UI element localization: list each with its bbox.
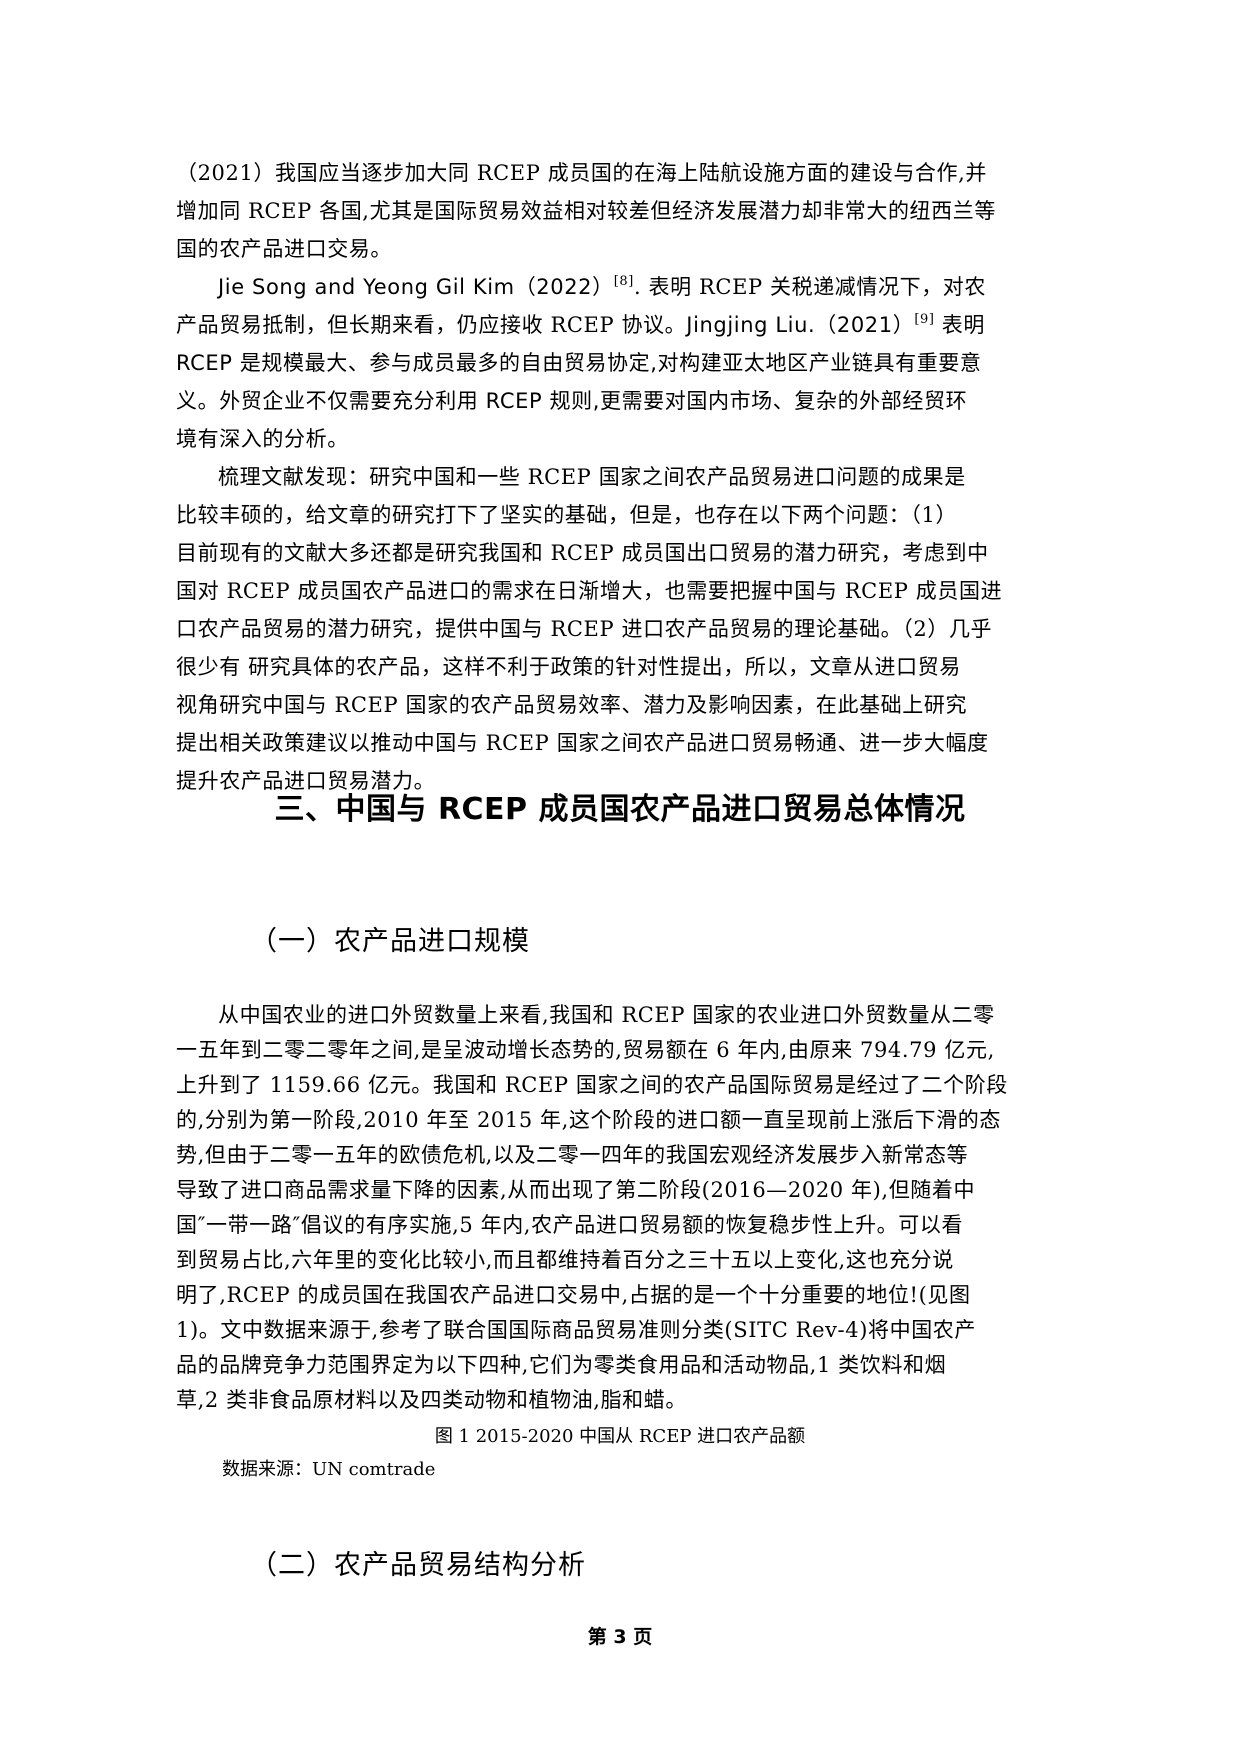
citation-author: Jie Song and Yeong Gil Kim（2022） — [218, 275, 614, 299]
paragraph-line: 上升到了 1159.66 亿元。我国和 RCEP 国家之间的农产品国际贸易是经过… — [176, 1073, 1008, 1097]
paragraph-line: 国″一带一路″倡议的有序实施,5 年内,农产品进口贸易额的恢复稳步性上升。可以看 — [176, 1213, 964, 1237]
paragraph-line: 增加同 RCEP 各国,尤其是国际贸易效益相对较差但经济发展潜力却非常大的纽西兰… — [176, 199, 996, 223]
figure-source: 数据来源：UN comtrade — [222, 1459, 436, 1480]
reference-marker[interactable]: [9] — [914, 312, 935, 327]
paragraph-line: 产品贸易抵制，但长期来看，仍应接收 RCEP 协议。Jingjing Liu.（… — [176, 310, 985, 340]
paragraph-line: 目前现有的文献大多还都是研究我国和 RCEP 成员国出口贸易的潜力研究，考虑到中 — [176, 541, 989, 565]
paragraph-line: 到贸易占比,六年里的变化比较小,而且都维持着百分之三十五以上变化,这也充分说 — [176, 1248, 954, 1272]
paragraph-line: RCEP 是规模最大、参与成员最多的自由贸易协定,对构建亚太地区产业链具有重要意 — [176, 351, 982, 375]
paragraph-line: 国对 RCEP 成员国农产品进口的需求在日渐增大，也需要把握中国与 RCEP 成… — [176, 579, 1003, 603]
paragraph-line: 义。外贸企业不仅需要充分利用 RCEP 规则,更需要对国内市场、复杂的外部经贸环 — [176, 389, 968, 413]
paragraph-line: 比较丰硕的，给文章的研究打下了坚实的基础，但是，也存在以下两个问题：（1） — [176, 503, 958, 527]
paragraph-line: 1)。文中数据来源于,参考了联合国国际商品贸易准则分类(SITC Rev-4)将… — [176, 1318, 977, 1342]
paragraph-line: 导致了进口商品需求量下降的因素,从而出现了第二阶段(2016—2020 年),但… — [176, 1178, 976, 1202]
paragraph-line: 的,分别为第一阶段,2010 年至 2015 年,这个阶段的进口额一直呈现前上涨… — [176, 1108, 1001, 1132]
paragraph-line: 品的品牌竞争力范围界定为以下四种,它们为零类食用品和活动物品,1 类饮料和烟 — [176, 1353, 947, 1377]
paragraph-line: （2021）我国应当逐步加大同 RCEP 成员国的在海上陆航设施方面的建设与合作… — [176, 161, 988, 185]
paragraph-line: 从中国农业的进口外贸数量上来看,我国和 RCEP 国家的农业进口外贸数量从二零 — [218, 1003, 995, 1027]
paragraph-line: 境有深入的分析。 — [176, 427, 349, 451]
subsection-heading: （一）农产品进口规模 — [250, 926, 530, 957]
paragraph-line: 口农产品贸易的潜力研究，提供中国与 RCEP 进口农产品贸易的理论基础。（2）几… — [176, 617, 993, 641]
paragraph-text: . 表明 RCEP 关税递减情况下，对农 — [633, 275, 987, 299]
paragraph-text: 产品贸易抵制，但长期来看，仍应接收 RCEP 协议。 — [176, 313, 687, 337]
citation-author: Jingjing Liu.（2021） — [686, 313, 915, 337]
paragraph-line: 梳理文献发现：研究中国和一些 RCEP 国家之间农产品贸易进口问题的成果是 — [218, 465, 966, 489]
section-heading: 三、中国与 RCEP 成员国农产品进口贸易总体情况 — [274, 792, 966, 827]
paragraph-line: 草,2 类非食品原材料以及四类动物和植物油,脂和蜡。 — [176, 1388, 687, 1412]
paragraph-line: 国的农产品进口交易。 — [176, 237, 392, 261]
reference-marker[interactable]: [8] — [613, 274, 634, 289]
figure-caption: 图 1 2015-2020 中国从 RCEP 进口农产品额 — [434, 1426, 806, 1447]
paragraph-line: 明了,RCEP 的成员国在我国农产品进口交易中,占据的是一个十分重要的地位!(见… — [176, 1283, 971, 1307]
paragraph-line: Jie Song and Yeong Gil Kim（2022）[8]. 表明 … — [218, 272, 986, 302]
subsection-heading: （二）农产品贸易结构分析 — [250, 1550, 586, 1581]
paragraph-line: 一五年到二零二零年之间,是呈波动增长态势的,贸易额在 6 年内,由原来 794.… — [176, 1038, 995, 1062]
paragraph-line: 提出相关政策建议以推动中国与 RCEP 国家之间农产品进口贸易畅通、进一步大幅度 — [176, 731, 989, 755]
page-number: 第 3 页 — [587, 1626, 653, 1648]
paragraph-text: 表明 — [934, 313, 986, 337]
paragraph-line: 势,但由于二零一五年的欧债危机,以及二零一四年的我国宏观经济发展步入新常态等 — [176, 1143, 969, 1167]
paragraph-line: 提升农产品进口贸易潜力。 — [176, 769, 436, 793]
paragraph-line: 视角研究中国与 RCEP 国家的农产品贸易效率、潜力及影响因素，在此基础上研究 — [176, 693, 968, 717]
paragraph-line: 很少有 研究具体的农产品，这样不利于政策的针对性提出，所以，文章从进口贸易 — [176, 655, 961, 679]
